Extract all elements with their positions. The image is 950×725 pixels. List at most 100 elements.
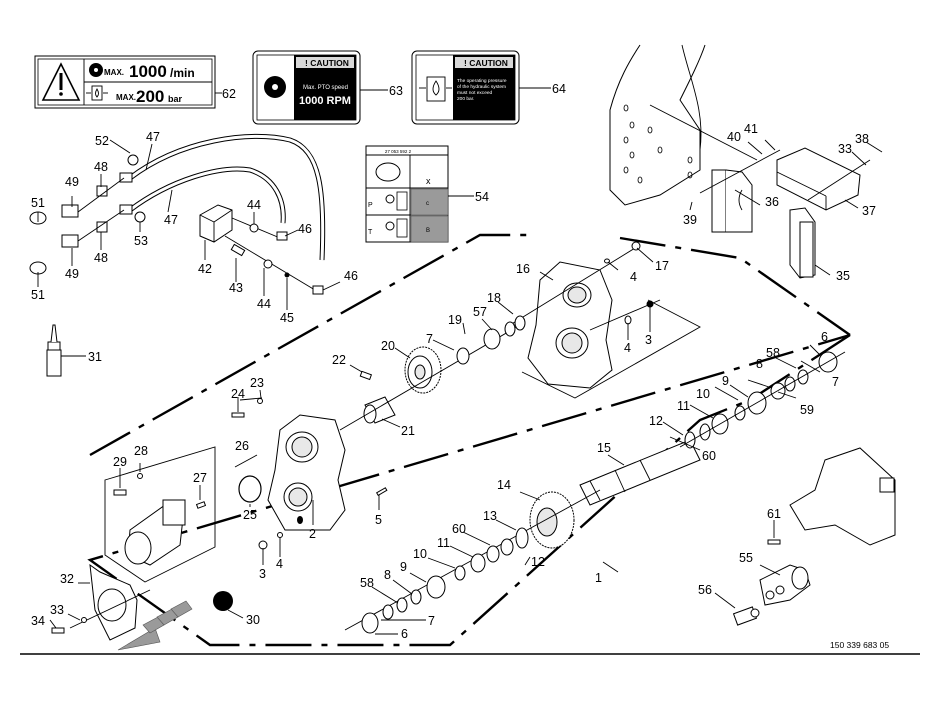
callout-19: 19 [448, 313, 462, 327]
callout-64: 64 [552, 82, 566, 96]
callout-31: 31 [88, 350, 102, 364]
callout-35: 35 [836, 269, 850, 283]
callout-39: 39 [683, 213, 697, 227]
callout-40: 40 [727, 130, 741, 144]
callout-57: 57 [473, 305, 487, 319]
bracket-37 [776, 147, 861, 211]
callout-10-left: 10 [413, 547, 427, 561]
callout-10-right: 10 [696, 387, 710, 401]
callout-53: 53 [134, 234, 148, 248]
callout-33-bracket: 33 [838, 142, 852, 156]
housing-cover-16 [521, 261, 701, 399]
callout-38: 38 [855, 132, 869, 146]
callout-33-adapter: 33 [50, 603, 64, 617]
callout-14: 14 [497, 478, 511, 492]
callout-21: 21 [401, 424, 415, 438]
pto-gear-icon [264, 76, 286, 98]
callout-5: 5 [375, 513, 382, 527]
callout-47-lower: 47 [164, 213, 178, 227]
callout-34: 34 [31, 614, 45, 628]
gear-14 [529, 491, 575, 549]
u-joint-56 [732, 606, 760, 626]
callout-25: 25 [243, 508, 257, 522]
plug-30 [213, 591, 233, 611]
callout-20: 20 [381, 339, 395, 353]
callout-52: 52 [95, 134, 109, 148]
decal-64-line-1: The operating pressure [457, 78, 507, 84]
hydraulic-hose-upper [128, 133, 326, 261]
hydraulic-motor-26 [104, 446, 216, 583]
decal-62-speed-unit: /min [170, 66, 195, 80]
decal-62-speed-prefix: MAX. [104, 68, 124, 77]
drawing-number: 150 339 683 05 [830, 640, 889, 650]
callout-60-left: 60 [452, 522, 466, 536]
callout-48-upper: 48 [94, 160, 108, 174]
valve-block-42 [199, 204, 233, 243]
decal-64: ! CAUTION The operating pressure of the … [411, 50, 551, 125]
decal-64-line-2: of the hydraulic system [457, 84, 506, 90]
callout-18: 18 [487, 291, 501, 305]
callout-51-upper: 51 [31, 196, 45, 210]
callout-47-upper: 47 [146, 130, 160, 144]
callout-11-left: 11 [437, 536, 450, 550]
callout-16: 16 [516, 262, 530, 276]
callout-9-right: 9 [722, 374, 729, 388]
callout-12-left: 12 [531, 555, 545, 569]
warning-triangle-icon [41, 62, 81, 101]
callout-23: 23 [250, 376, 264, 390]
bracket-35 [789, 207, 816, 279]
tractor-frame [609, 44, 706, 206]
callout-26: 26 [235, 439, 249, 453]
leader-lines [37, 139, 883, 635]
callout-58-left: 58 [360, 576, 374, 590]
pto-gearbox-reference [789, 447, 896, 546]
callout-30: 30 [246, 613, 260, 627]
decal-54-row-p-value: c [426, 201, 429, 207]
callout-4-front: 4 [276, 557, 283, 571]
callout-42: 42 [198, 262, 212, 276]
direction-arrow-icon [117, 600, 193, 651]
callout-11-right: 11 [677, 399, 690, 413]
callout-44-upper: 44 [247, 198, 261, 212]
decal-62-pressure-unit: bar [168, 94, 183, 104]
decal-63: ! CAUTION Max. PTO speed 1000 RPM [252, 50, 388, 125]
output-shaft-15 [579, 439, 701, 506]
callout-46-upper: 46 [298, 222, 312, 236]
callout-55: 55 [739, 551, 753, 565]
callout-3-front: 3 [259, 567, 266, 581]
decal-63-line1: Max. PTO speed [303, 85, 348, 91]
callout-8-left: 8 [384, 568, 391, 582]
decal-54-row-p-label: P [368, 202, 373, 209]
callout-7-upper: 7 [426, 332, 433, 346]
callout-43: 43 [229, 281, 243, 295]
callout-8-right: 8 [756, 357, 763, 371]
decal-54-code: 27 053 592 2 [385, 149, 412, 154]
callout-15: 15 [597, 441, 611, 455]
hydraulic-drop-icon [419, 76, 452, 102]
decal-62-speed-value: 1000 [129, 62, 167, 81]
pto-gear-icon [89, 63, 103, 77]
callout-46-lower: 46 [344, 269, 358, 283]
callout-7-left: 7 [428, 614, 435, 628]
callout-1: 1 [595, 571, 602, 585]
callout-36: 36 [765, 195, 779, 209]
gear-20 [404, 346, 442, 394]
coupling-21 [363, 396, 396, 424]
callout-54: 54 [475, 190, 489, 204]
callout-labels: 62 63 64 54 1 2 3 3 4 4 4 5 6 6 7 7 7 8 … [31, 82, 876, 641]
decal-62-pressure-prefix: MAX. [116, 93, 136, 102]
housing-2 [267, 414, 346, 531]
callout-13: 13 [483, 509, 497, 523]
callout-4-rear-high: 4 [630, 270, 637, 284]
decal-64-header: ! CAUTION [464, 58, 508, 68]
decal-63-header: ! CAUTION [305, 58, 349, 68]
callout-3-rear: 3 [645, 333, 652, 347]
o-ring-25 [238, 475, 262, 503]
decal-54-row-t-value: B [426, 228, 430, 234]
callout-44-lower: 44 [257, 297, 271, 311]
decal-62: MAX. 1000 /min MAX. 200 bar [34, 55, 222, 109]
callout-48-lower: 48 [94, 251, 108, 265]
callout-45: 45 [280, 311, 294, 325]
hydraulic-hose-lower [128, 166, 286, 224]
